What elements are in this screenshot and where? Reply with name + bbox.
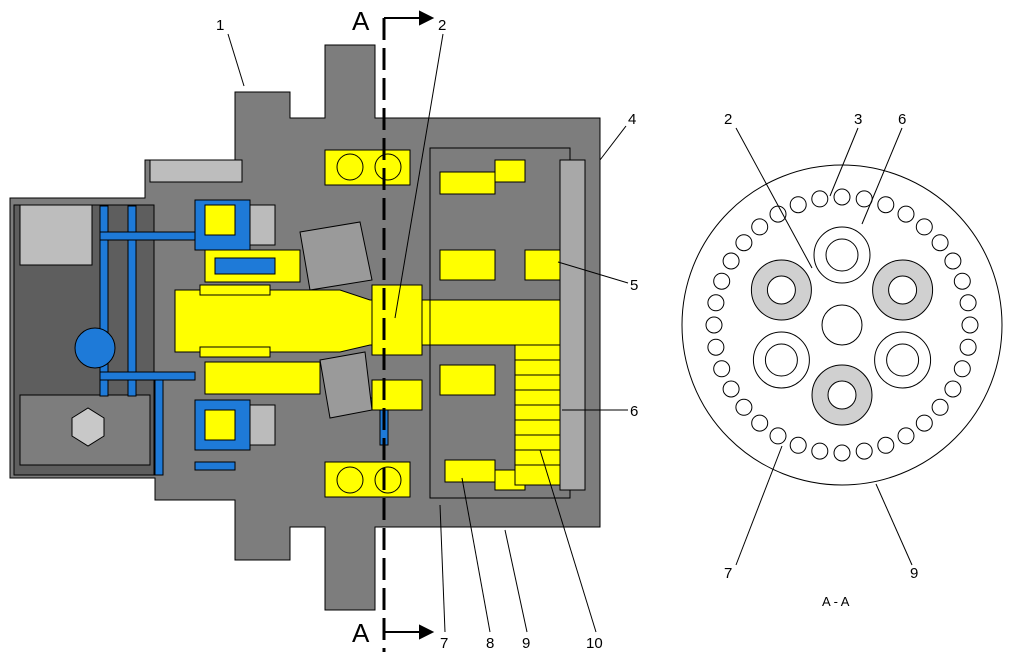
ring-roller <box>944 380 962 398</box>
section-caption: A - A <box>822 594 850 609</box>
main-bearings <box>324 149 423 498</box>
planet-gear <box>752 331 810 389</box>
ring-roller <box>789 436 807 454</box>
ring-roller <box>944 252 962 270</box>
callout-4: 4 <box>628 111 636 128</box>
section-arrow-top <box>384 10 435 26</box>
ring-roller <box>705 316 723 334</box>
ring-roller <box>789 196 807 214</box>
callout-7: 7 <box>440 635 448 652</box>
ring-roller <box>735 398 753 416</box>
section-view <box>681 164 1003 486</box>
callout-1: 1 <box>216 17 224 34</box>
callout-2: 2 <box>438 17 446 34</box>
ring-roller <box>959 294 977 312</box>
ring-roller <box>751 218 769 236</box>
ring-roller <box>833 444 851 462</box>
ring-roller <box>953 272 971 290</box>
ring-roller <box>897 205 915 223</box>
planet-gear <box>874 331 932 389</box>
ring-roller <box>713 360 731 378</box>
sun-gear <box>821 304 863 346</box>
callout-8: 8 <box>486 635 494 652</box>
section-letter-top: A <box>352 6 370 36</box>
ring-rollers <box>705 188 979 462</box>
section-arrow-bottom <box>384 624 435 640</box>
outer-housing-circle <box>681 164 1003 486</box>
section-callout-7: 7 <box>724 565 732 582</box>
sun-gear-coupling <box>371 284 423 356</box>
ring-roller <box>833 188 851 206</box>
ring-roller <box>735 234 753 252</box>
ring-roller <box>931 234 949 252</box>
section-callout-2: 2 <box>724 111 732 128</box>
shaft-spring-lower <box>199 346 271 358</box>
ring-roller <box>897 427 915 445</box>
carrier-lobe <box>872 259 934 321</box>
main-leader-lines <box>227 33 629 633</box>
ring-roller <box>751 414 769 432</box>
section-callout-3: 3 <box>854 111 862 128</box>
ring-roller <box>769 427 787 445</box>
ring-roller <box>722 252 740 270</box>
planet-gear <box>813 226 871 284</box>
relief-plug <box>149 159 243 183</box>
section-letter-bottom: A <box>352 618 370 648</box>
planetary-gears <box>439 159 564 491</box>
swash-plate-upper <box>299 221 373 291</box>
ring-roller <box>931 398 949 416</box>
section-callout-6: 6 <box>898 111 906 128</box>
ring-roller <box>855 442 873 460</box>
callout-6: 6 <box>630 403 638 420</box>
ring-roller <box>877 436 895 454</box>
ring-roller <box>713 272 731 290</box>
ring-roller <box>877 196 895 214</box>
section-leader-lines <box>735 127 913 566</box>
carrier-lobe <box>811 364 873 426</box>
ring-roller <box>915 218 933 236</box>
ring-roller <box>959 338 977 356</box>
ring-roller <box>811 190 829 208</box>
swash-plate-lower <box>319 351 373 419</box>
ring-roller <box>915 414 933 432</box>
callout-9: 9 <box>522 635 530 652</box>
shaft-spring-upper <box>199 284 271 296</box>
planet-gears <box>750 226 934 426</box>
section-callout-9: 9 <box>910 565 918 582</box>
ring-roller <box>961 316 979 334</box>
ring-roller <box>769 205 787 223</box>
hex-plug <box>71 407 105 447</box>
main-cross-section <box>9 18 601 652</box>
ring-roller <box>707 338 725 356</box>
ring-roller <box>707 294 725 312</box>
ring-roller <box>811 442 829 460</box>
carrier-lobe <box>750 259 812 321</box>
ring-roller <box>953 360 971 378</box>
upper-piston-rod <box>214 257 276 275</box>
callout-5: 5 <box>630 277 638 294</box>
cover-plate <box>559 159 586 491</box>
lower-piston <box>204 361 321 395</box>
port-plug <box>19 204 93 266</box>
brake-assembly <box>194 199 276 451</box>
callout-10: 10 <box>586 635 603 652</box>
ring-roller <box>722 380 740 398</box>
